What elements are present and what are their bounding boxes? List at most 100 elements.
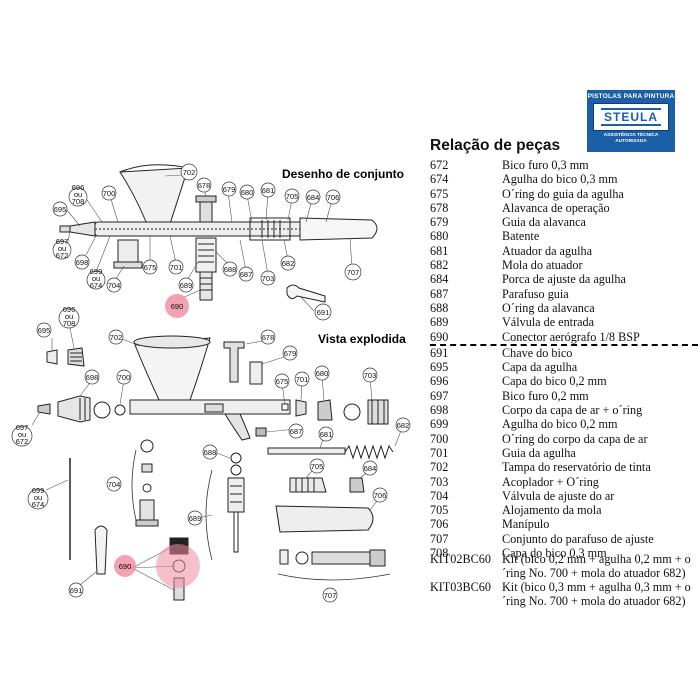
parts-row: 684 Porca de ajuste da agulha	[430, 272, 698, 286]
part-688	[230, 452, 242, 464]
exp-697: 697	[16, 423, 29, 432]
part-code: 687	[430, 286, 449, 301]
logo-brand-box: STEULA	[593, 103, 669, 131]
asm-679: 679	[223, 185, 236, 194]
part-description: Capa do bico 0,3 mm	[502, 546, 607, 561]
parts-row: 688 O´ring da alavanca	[430, 301, 698, 315]
part-679	[249, 361, 263, 385]
parts-row: 678 Alavanca de operação	[430, 201, 698, 215]
exp-687: 687	[290, 427, 303, 436]
part-description: Agulha do bico 0,2 mm	[502, 417, 618, 432]
asm-687: 687	[240, 270, 253, 279]
part-code: 690	[430, 329, 449, 344]
part-description: Conector aerógrafo 1/8 BSP	[502, 329, 640, 344]
part-description: Acoplador + O´ring	[502, 474, 599, 489]
exploded-690-part-highlight	[156, 544, 200, 588]
asm-ou3: ou	[92, 274, 100, 283]
exp-674: 674	[32, 500, 45, 509]
part-code: 684	[430, 272, 449, 287]
part-description: Mola do atuador	[502, 258, 583, 273]
asm-697: 697	[56, 237, 69, 246]
part-691	[94, 525, 108, 575]
assembly-690-highlight	[165, 294, 189, 318]
asm-674: 674	[90, 281, 103, 290]
part-description: Porca de ajuste da agulha	[502, 272, 626, 287]
asm-682: 682	[282, 259, 295, 268]
part-description: O´ring da alavanca	[502, 300, 595, 315]
asm-680: 680	[241, 188, 254, 197]
part-code: 697	[430, 388, 449, 403]
part-description: Manípulo	[502, 517, 550, 532]
parts-row: 682 Mola do atuador	[430, 258, 698, 272]
exp-705: 705	[311, 462, 324, 471]
logo-bottom-text-1: ASSISTÊNCIA TÉCNICA	[603, 133, 659, 138]
exploded-690-highlight	[114, 555, 136, 577]
asm-706: 706	[327, 193, 340, 202]
asm-678: 678	[198, 181, 211, 190]
part-code: 678	[430, 200, 449, 215]
part-description: Capa da agulha	[502, 360, 578, 375]
part-code: 688	[430, 300, 449, 315]
asm-684: 684	[307, 193, 320, 202]
exp-672: 672	[16, 437, 29, 446]
part-description: Alavanca de operação	[502, 200, 610, 215]
asm-703: 703	[262, 274, 275, 283]
parts-row: 690 Conector aerógrafo 1/8 BSP	[430, 330, 698, 346]
part-description: O´ring do corpo da capa de ar	[502, 431, 648, 446]
part-675	[281, 403, 289, 411]
part-680	[317, 399, 333, 421]
assembly-callout-labels: 696 ou 708 695 700 697 ou 672 698 699 ou…	[54, 168, 360, 317]
part-code: 699	[430, 417, 449, 432]
part-description: Guia da alavanca	[502, 215, 586, 230]
exp-688: 688	[204, 448, 217, 457]
parts-row: 680 Batente	[430, 229, 698, 243]
part-697	[37, 403, 51, 415]
assembly-drawing	[59, 164, 378, 312]
part-code: 679	[430, 215, 449, 230]
part-description: Guia da agulha	[502, 445, 576, 460]
part-code: 702	[430, 460, 449, 475]
asm-ou1: ou	[74, 190, 82, 199]
exp-690: 690	[119, 562, 132, 571]
part-code: 695	[430, 360, 449, 375]
part-code: 689	[430, 315, 449, 330]
exploded-brackets	[131, 449, 391, 581]
asm-702: 702	[183, 168, 196, 177]
part-description: O´ring do guia da agulha	[502, 186, 624, 201]
part-code: 680	[430, 229, 449, 244]
part-code: 674	[430, 172, 449, 187]
exp-ou3: ou	[34, 493, 42, 502]
part-description: Bico furo 0,2 mm	[502, 388, 589, 403]
part-689	[227, 477, 245, 513]
exp-696: 696	[63, 305, 76, 314]
part-description: Batente	[502, 229, 540, 244]
logo-brand: STEULA	[601, 108, 661, 126]
part-description: Bico furo 0,3 mm	[502, 158, 589, 172]
exp-704: 704	[108, 480, 121, 489]
exp-ou1: ou	[65, 312, 73, 321]
exp-682: 682	[397, 421, 410, 430]
part-code: 700	[430, 431, 449, 446]
part-code: 682	[430, 258, 449, 273]
asm-707: 707	[347, 268, 360, 277]
part-description: Parafuso guia	[502, 286, 569, 301]
exp-702: 702	[110, 333, 123, 342]
part-code: 706	[430, 517, 449, 532]
asm-ou2: ou	[58, 244, 66, 253]
exp-700: 700	[118, 373, 131, 382]
part-description: Corpo da capa de ar + o´ring	[502, 403, 643, 418]
part-code: 691	[430, 345, 449, 360]
parts-row: 706 Manípulo	[430, 517, 698, 531]
part-code: 704	[430, 488, 449, 503]
exp-695: 695	[38, 326, 51, 335]
part-code: 701	[430, 445, 449, 460]
part-707	[279, 549, 289, 565]
